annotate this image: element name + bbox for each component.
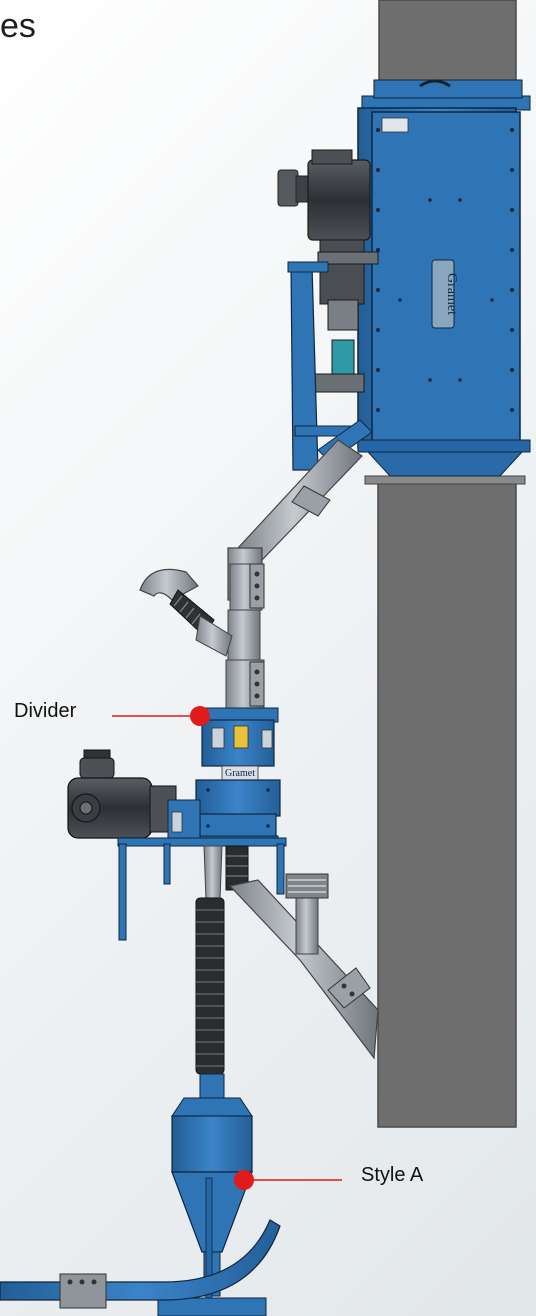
vertical-cutter xyxy=(357,79,531,477)
divider-return-pipe xyxy=(225,845,379,1060)
style-a-callout-marker xyxy=(234,1170,254,1190)
duct-column-lower xyxy=(377,481,517,1128)
duct-flange xyxy=(364,475,526,485)
sample-flex-hose xyxy=(195,845,225,1075)
divider-stand xyxy=(117,837,287,941)
divider-brand-text: Gramet xyxy=(225,768,255,779)
page-title-fragment: es xyxy=(0,7,36,45)
cutter-brand-text: Gramet xyxy=(444,273,459,315)
style-a-label: Style A xyxy=(361,1164,424,1186)
cutter-drive-motor xyxy=(277,149,379,393)
conveying-line xyxy=(0,1219,281,1309)
divider-callout-marker xyxy=(190,706,210,726)
return-bend-hose xyxy=(139,568,233,657)
divider-label: Divider xyxy=(14,700,77,722)
cutter-outlet-pipe xyxy=(225,439,363,709)
divider-drive-motor xyxy=(67,749,201,839)
